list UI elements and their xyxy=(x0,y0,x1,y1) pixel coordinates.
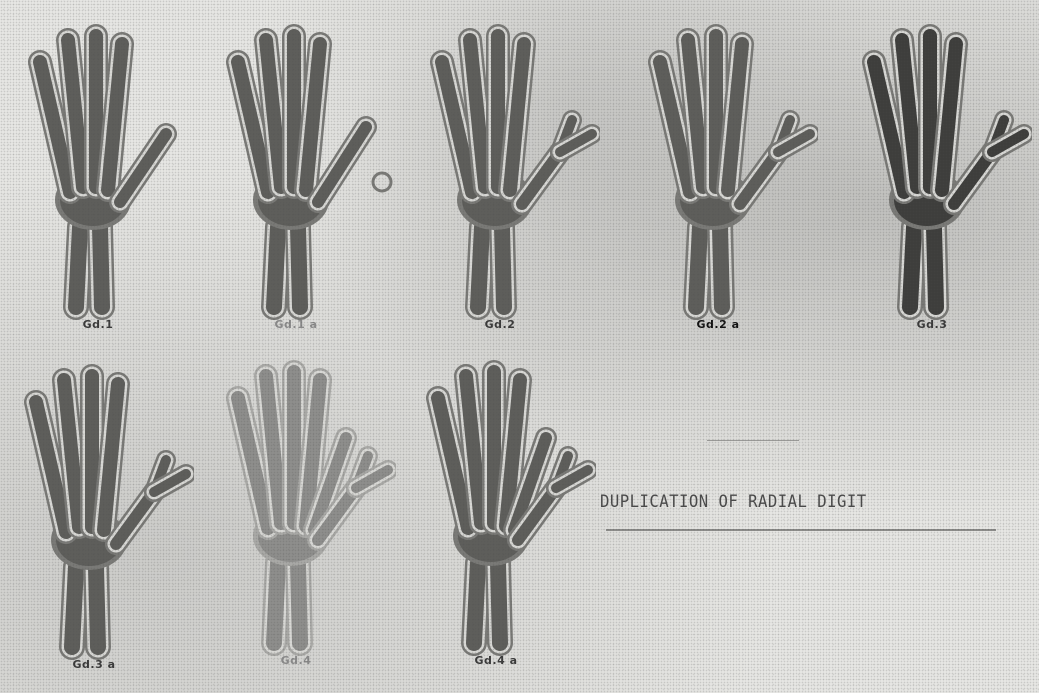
figure-label: Gd.1 a xyxy=(196,318,396,331)
hand-drawing xyxy=(0,362,194,662)
hand-drawing xyxy=(832,22,1032,322)
hand-drawing xyxy=(196,358,396,658)
figure-label: Gd.2 a xyxy=(618,318,818,331)
hand-figure-gd1: Gd.1 xyxy=(0,22,198,342)
hand-drawing xyxy=(196,22,396,322)
hand-figure-gd1a: Gd.1 a xyxy=(196,22,396,342)
hand-figure-gd4: Gd.4 xyxy=(196,358,396,678)
hand-drawing xyxy=(618,22,818,322)
hand-drawing xyxy=(400,22,600,322)
figure-label: Gd.4 a xyxy=(396,654,596,667)
title-underline xyxy=(606,529,996,531)
hand-drawing xyxy=(0,22,198,322)
plate-title: DUPLICATION OF RADIAL DIGIT xyxy=(600,492,996,512)
figure-label: Gd.2 xyxy=(400,318,600,331)
figure-label: Gd.3 a xyxy=(0,658,194,671)
figure-label: Gd.3 xyxy=(832,318,1032,331)
figure-label: Gd.4 xyxy=(196,654,396,667)
hand-drawing xyxy=(396,358,596,658)
hand-figure-gd4a: Gd.4 a xyxy=(396,358,596,678)
hand-figure-gd3: Gd.3 xyxy=(832,22,1032,342)
hand-figure-gd2a: Gd.2 a xyxy=(618,22,818,342)
hand-figure-gd3a: Gd.3 a xyxy=(0,362,194,682)
hand-figure-gd2: Gd.2 xyxy=(400,22,600,342)
divider-line xyxy=(707,440,799,441)
figure-label: Gd.1 xyxy=(0,318,198,331)
